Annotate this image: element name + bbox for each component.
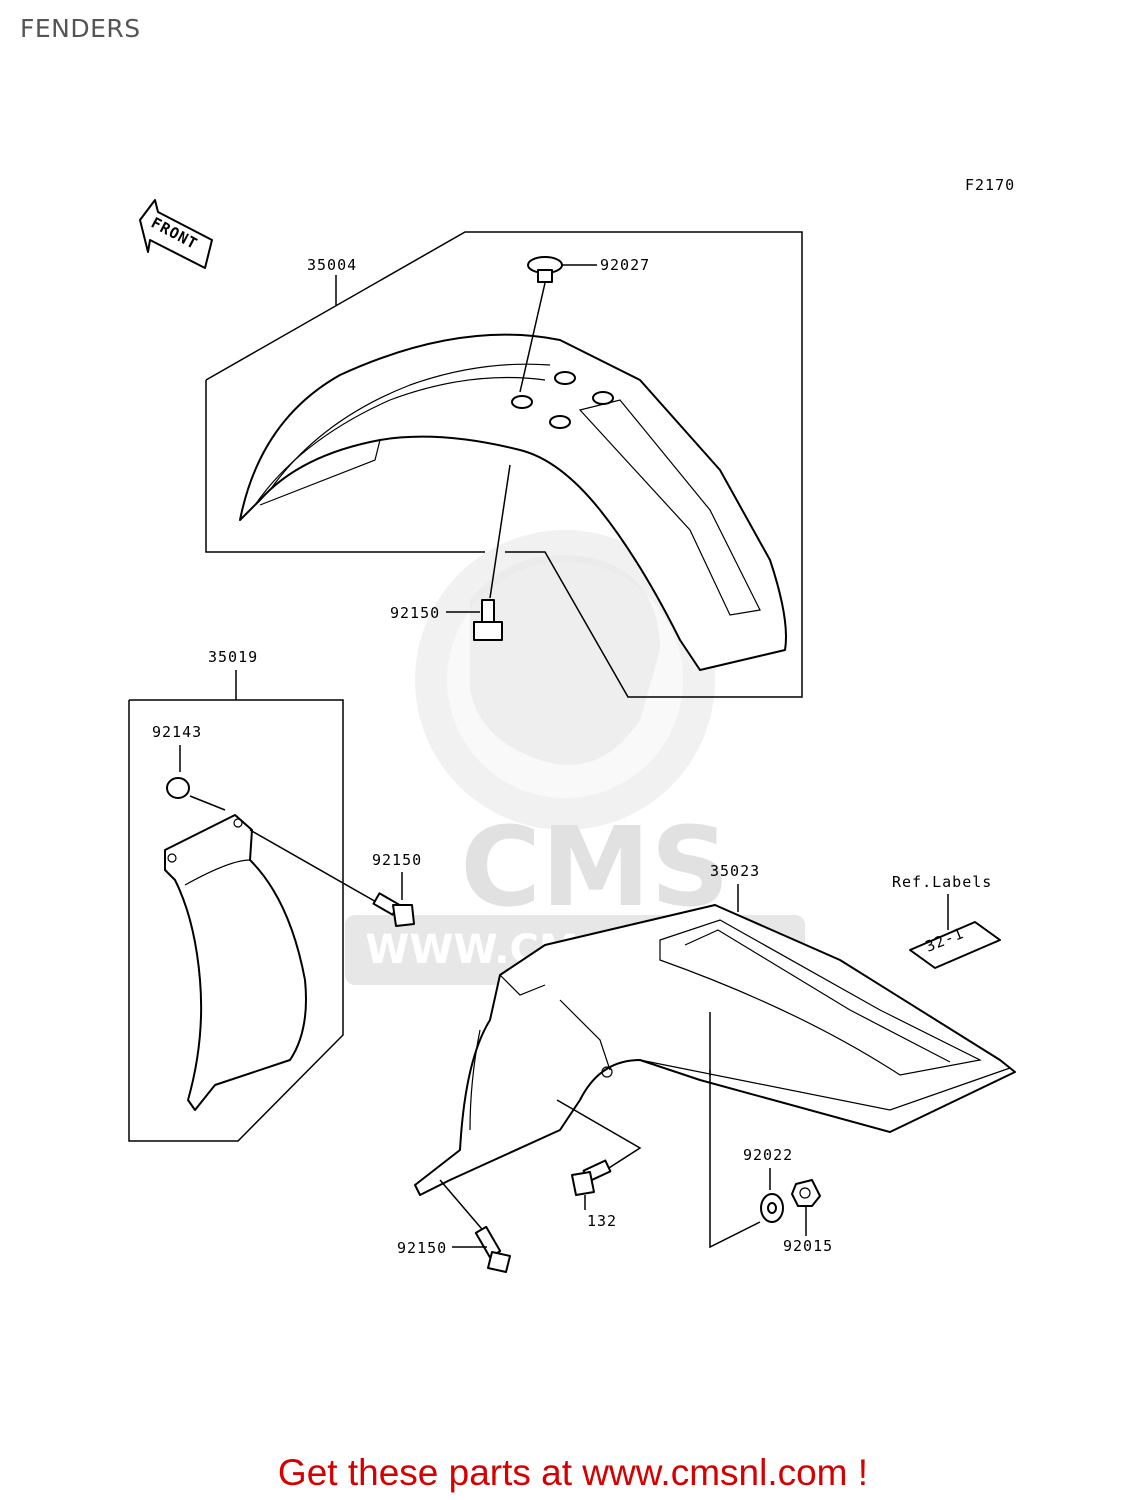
figure-code: F2170 <box>965 176 1015 194</box>
ref-labels-title: Ref.Labels <box>892 873 992 891</box>
fork-guard-bolt <box>372 892 415 927</box>
ref-label-decal: 32-1 <box>909 921 1001 969</box>
rear-fender <box>414 904 1016 1196</box>
front-fender <box>239 333 787 671</box>
part-label-92150-guard: 92150 <box>372 851 422 869</box>
rear-fender-bolt <box>571 1159 612 1196</box>
part-label-92027: 92027 <box>600 256 650 274</box>
part-label-35004: 35004 <box>307 256 357 274</box>
watermark-brand: CMS <box>460 803 729 931</box>
part-label-92150-rear: 92150 <box>397 1239 447 1257</box>
part-label-35023: 35023 <box>710 862 760 880</box>
front-fender-group: 35004 92027 92150 <box>205 231 803 698</box>
front-fender-grommet <box>527 256 563 283</box>
page-title: FENDERS <box>20 14 141 43</box>
part-label-35019: 35019 <box>208 648 258 666</box>
front-direction-arrow: FRONT <box>139 199 213 269</box>
nut <box>791 1179 821 1207</box>
part-label-132: 132 <box>587 1212 617 1230</box>
part-label-92143: 92143 <box>152 723 202 741</box>
rear-fender-group: 35023 Ref.Labels 32-1 92150 <box>397 862 1016 1273</box>
part-label-92015: 92015 <box>783 1237 833 1255</box>
get-parts-link[interactable]: Get these parts at www.cmsnl.com ! <box>277 1452 869 1493</box>
fork-guard-grommet <box>166 777 190 799</box>
part-label-92022: 92022 <box>743 1146 793 1164</box>
rear-fender-lower-bolt <box>474 1225 511 1273</box>
front-fender-bolt <box>473 599 503 641</box>
part-label-92150-front: 92150 <box>390 604 440 622</box>
fork-guard <box>164 814 307 1111</box>
fork-guard-group: 35019 92143 92150 <box>128 648 422 1142</box>
washer <box>760 1193 784 1223</box>
